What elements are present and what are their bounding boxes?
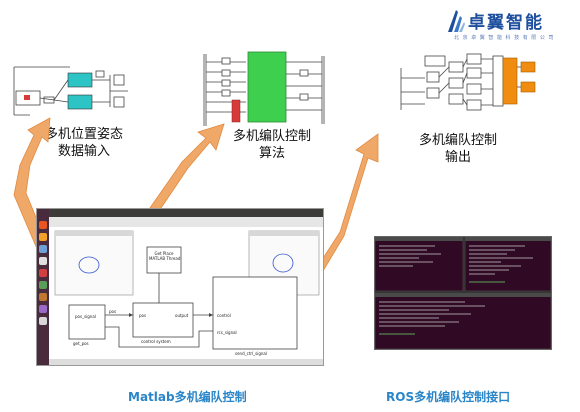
dock-app-icon [39, 233, 47, 241]
window-titlebar [49, 209, 323, 217]
block-get-pos-label: get_pos [73, 341, 89, 346]
dock-app-icon [39, 245, 47, 253]
block-get-place-label: Get Place [154, 251, 174, 256]
dock-app-icon [39, 269, 47, 277]
block-matlab-thread-label: MATLAB Thread [149, 256, 181, 261]
caption-output-line1: 多机编队控制 [418, 133, 497, 148]
dock-app-icon [39, 317, 47, 325]
dock-app-icon [39, 221, 47, 229]
block-send-ctrl-signal-label: send_ctrl_signal [235, 351, 267, 356]
port-pos-signal: pos_signal [75, 314, 96, 319]
caption-output: 多机编队控制 输出 [408, 132, 508, 166]
algorithm-diagram-thumbnail [192, 48, 332, 130]
caption-algorithm-line2: 算法 [258, 146, 285, 161]
matlab-simulink-window: Get Place MATLAB Thread pos_signal get_p… [36, 208, 324, 366]
port-rcs-signal: rcs_signal [217, 330, 237, 335]
caption-algorithm: 多机编队控制 算法 [222, 128, 322, 162]
output-diagram-thumbnail [395, 48, 540, 123]
arrow-to-input [13, 117, 67, 301]
brand-subtitle: 北 京 卓 翼 智 能 科 技 有 限 公 司 [454, 35, 555, 41]
input-diagram-thumbnail [10, 55, 135, 125]
label-matlab: Matlab多机编队控制 [128, 390, 247, 404]
caption-algorithm-line1: 多机编队控制 [232, 129, 311, 144]
simulink-canvas: Get Place MATLAB Thread pos_signal get_p… [49, 227, 323, 361]
port-output: output [175, 313, 189, 318]
caption-input: 多机位置姿态 数据输入 [34, 126, 134, 160]
brand-logo-area: 卓翼智能 北 京 卓 翼 智 能 科 技 有 限 公 司 [446, 6, 576, 44]
ros-terminal-window [374, 236, 552, 350]
dock-app-icon [39, 293, 47, 301]
caption-input-line1: 多机位置姿态 [44, 127, 123, 142]
port-pos-out: pos [139, 313, 147, 318]
status-bar [49, 359, 323, 365]
dock-app-icon [39, 281, 47, 289]
ubuntu-dock [37, 209, 49, 365]
caption-output-line2: 输出 [444, 150, 471, 165]
port-pos-in: pos [109, 309, 117, 314]
brand-name: 卓翼智能 [468, 13, 544, 33]
block-control-system-label: control system [141, 339, 171, 344]
caption-input-line2: 数据输入 [57, 144, 110, 159]
dock-app-icon [39, 305, 47, 313]
brand-wing-icon [448, 10, 465, 32]
label-ros: ROS多机编队控制接口 [386, 390, 511, 404]
dock-app-icon [39, 257, 47, 265]
port-control: control [217, 313, 231, 318]
